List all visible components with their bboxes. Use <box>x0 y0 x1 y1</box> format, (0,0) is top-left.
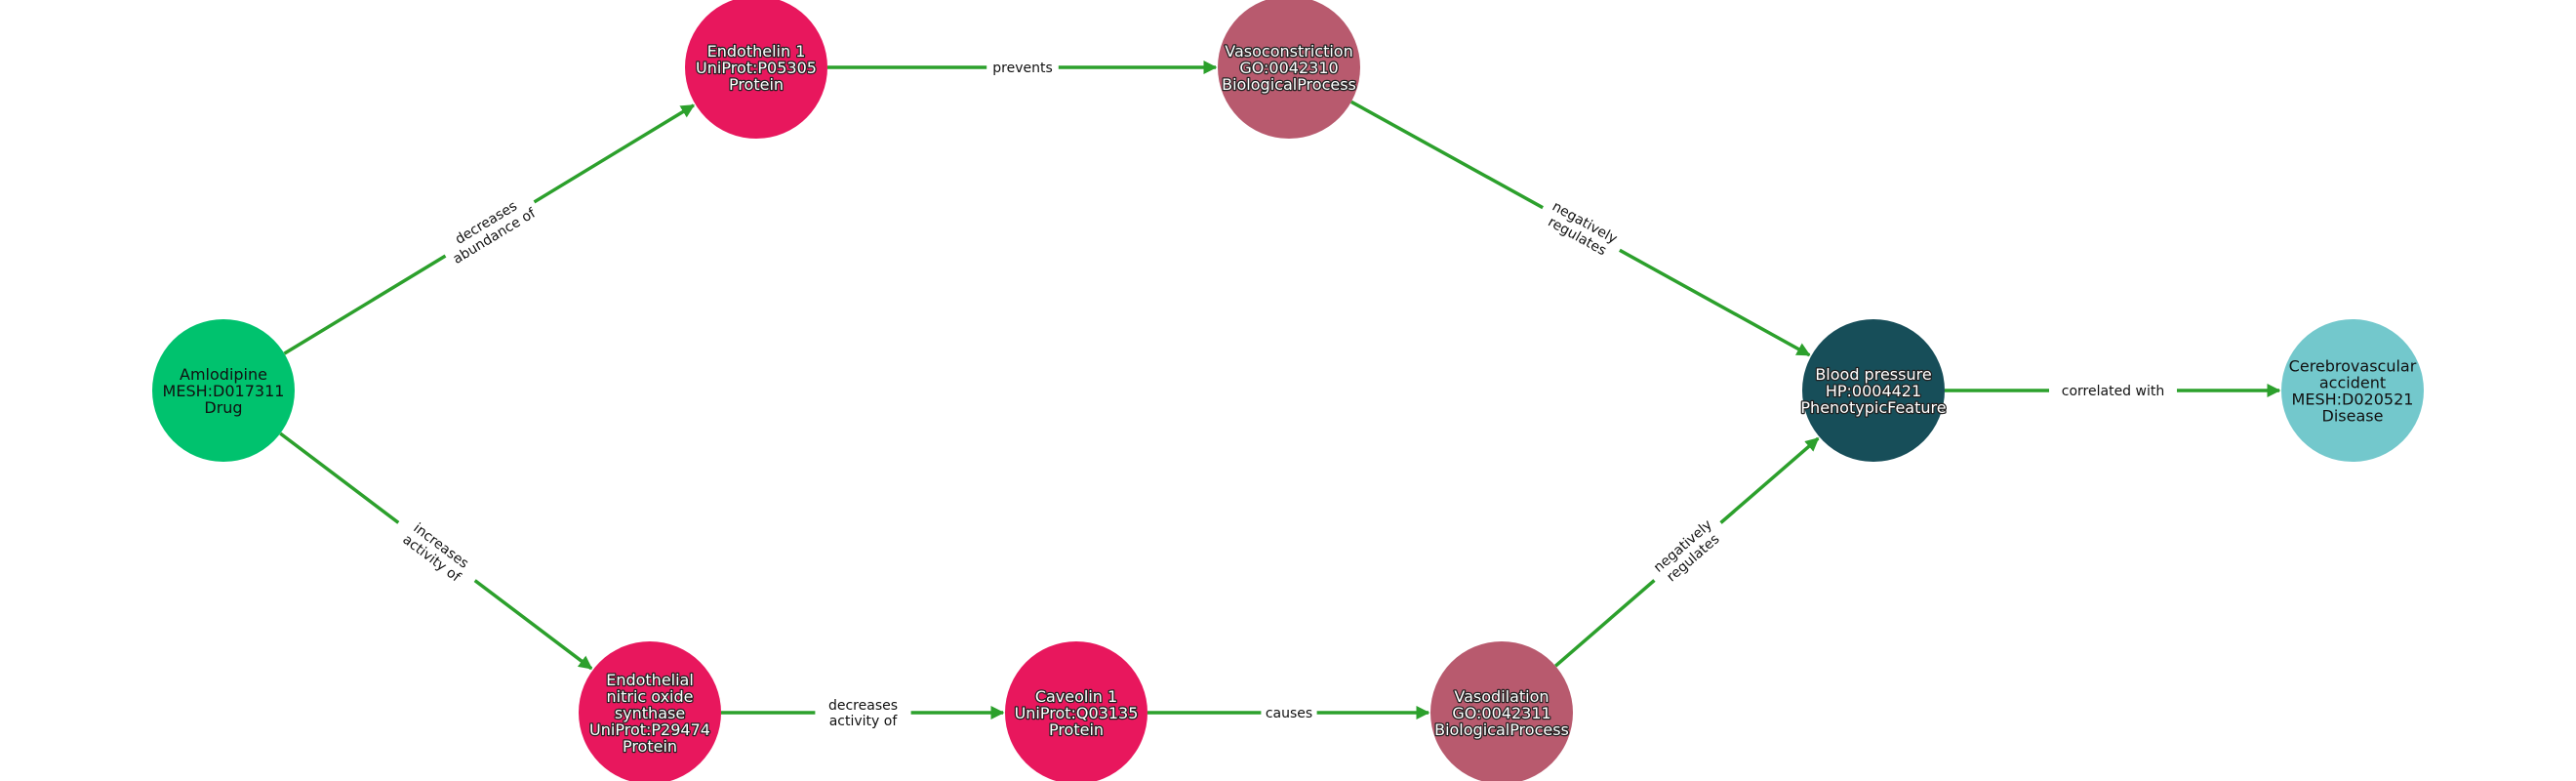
node-stroke[interactable]: CerebrovascularaccidentMESH:D020521Disea… <box>2281 319 2424 462</box>
edge-label: causes <box>1261 703 1317 722</box>
edge-label-line: prevents <box>992 61 1053 76</box>
node-circle[interactable] <box>1430 641 1573 781</box>
node-circle[interactable] <box>1218 0 1360 139</box>
node-circle[interactable] <box>579 641 721 781</box>
node-circle[interactable] <box>1802 319 1945 462</box>
node-label-line: Endothelin 1 <box>707 42 806 61</box>
edge-label-background <box>2049 381 2177 400</box>
node-label-line: Blood pressure <box>1815 365 1931 384</box>
edge-label-background <box>387 509 486 595</box>
node-label-line: HP:0004421 <box>1826 382 1921 400</box>
node-label-line: synthase <box>615 704 685 722</box>
edge-label: prevents <box>986 58 1059 77</box>
node-circle[interactable] <box>152 319 295 462</box>
node-circle[interactable] <box>685 0 827 139</box>
node-label-line: PhenotypicFeature <box>1800 398 1946 417</box>
node-label-line: BiologicalProcess <box>1222 75 1356 94</box>
edge-label: correlated with <box>2049 381 2177 400</box>
node-label-line: Disease <box>2322 407 2384 426</box>
node-label-line: GO:0042311 <box>1452 704 1550 722</box>
edge-label-line: correlated with <box>2062 384 2164 399</box>
edge-label-line: decreases <box>828 698 898 714</box>
node-label-line: UniProt:P29474 <box>589 720 710 739</box>
edge-label-line: causes <box>1266 706 1312 721</box>
node-label-line: UniProt:Q03135 <box>1015 704 1139 722</box>
node-label-line: GO:0042310 <box>1239 59 1338 77</box>
node-label-line: MESH:D017311 <box>163 382 285 400</box>
node-label-line: BiologicalProcess <box>1434 720 1569 739</box>
node-label-line: Endothelial <box>606 671 694 689</box>
node-label-line: Protein <box>729 75 784 94</box>
node-vasoconstriction[interactable]: VasoconstrictionGO:0042310BiologicalProc… <box>1218 0 1360 139</box>
edge-label-background <box>815 695 911 730</box>
edge-label-line: activity of <box>829 714 899 729</box>
edge-cav1-vasodilation: causes <box>1147 703 1430 722</box>
edge-label-background <box>1261 703 1317 722</box>
node-label-line: Cerebrovascular <box>2289 357 2417 376</box>
edge-label-background <box>1642 509 1733 595</box>
node-label-line: MESH:D020521 <box>2292 390 2414 409</box>
node-label-line: UniProt:P05305 <box>696 59 817 77</box>
node-label-line: Vasoconstriction <box>1225 42 1352 61</box>
node-circle[interactable] <box>2281 319 2424 462</box>
edge-label-background <box>986 58 1059 77</box>
node-label-line: Vasodilation <box>1454 687 1549 706</box>
node-label-line: nitric oxide <box>607 687 694 706</box>
edge-bp-stroke: correlated with <box>1945 381 2281 400</box>
edge-label-background <box>1534 191 1629 267</box>
node-label-line: Caveolin 1 <box>1035 687 1117 706</box>
node-label-line: Drug <box>204 398 242 417</box>
node-label-line: Protein <box>623 737 677 756</box>
node-bp[interactable]: Blood pressureHP:0004421PhenotypicFeatur… <box>1799 319 1948 462</box>
node-label-line: accident <box>2319 374 2386 392</box>
node-label-line: Amlodipine <box>180 365 267 384</box>
node-label-line: Protein <box>1049 720 1104 739</box>
edge-label-background <box>436 186 543 271</box>
node-circle[interactable] <box>1005 641 1147 781</box>
edge-edn1-vasoconstriction: prevents <box>827 58 1218 77</box>
